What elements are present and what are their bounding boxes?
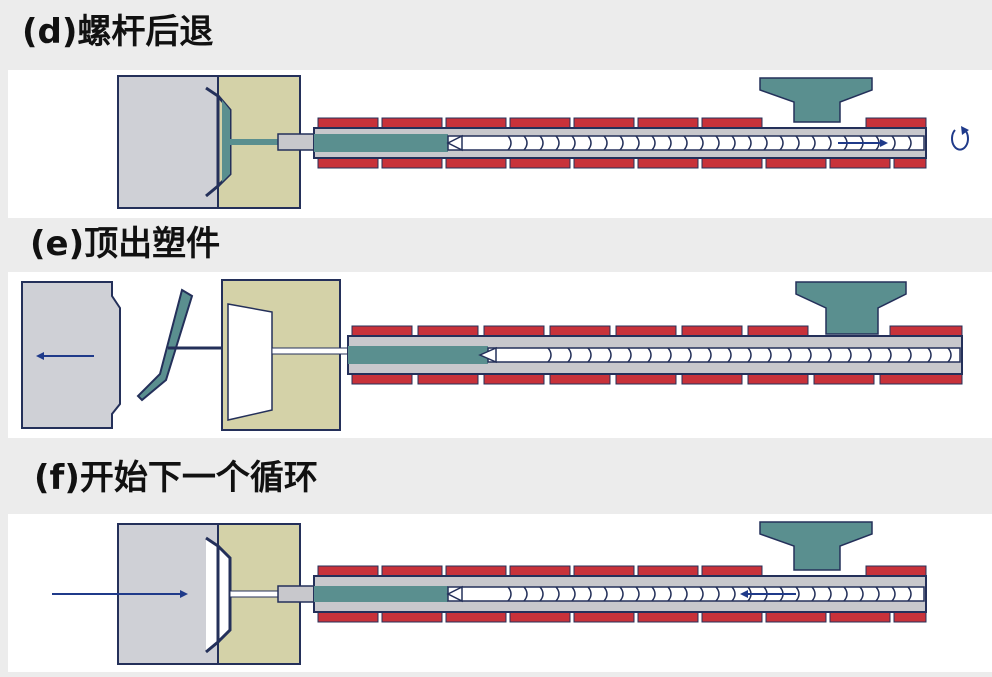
- ejected-part: [136, 288, 194, 402]
- hopper: [795, 281, 907, 335]
- heater-bands-bottom: [317, 611, 927, 623]
- sprue-channel: [271, 347, 351, 355]
- screw-flights: [547, 347, 952, 363]
- melt: [348, 346, 488, 364]
- moving-platen: [117, 75, 219, 209]
- section-f-title: (f)开始下一个循环: [34, 458, 318, 498]
- heater-bands-bottom: [351, 373, 963, 385]
- heater-bands-top: [317, 565, 927, 577]
- section-d-title: (d)螺杆后退: [22, 12, 214, 52]
- arrow-right-icon: [838, 139, 888, 147]
- rotate-cw-icon: [951, 126, 969, 151]
- section-d-machine: [117, 75, 969, 209]
- melt: [314, 586, 448, 602]
- section-e-machine: [21, 279, 963, 431]
- mold-cavity: [227, 303, 273, 421]
- sprue: [230, 139, 312, 145]
- hopper: [759, 521, 873, 571]
- heater-bands-bottom: [317, 157, 927, 169]
- heater-bands-top: [317, 117, 927, 129]
- arrow-left-icon: [740, 590, 796, 598]
- section-f-machine: [52, 521, 927, 665]
- section-f-panel: [8, 514, 992, 672]
- arrow-left-icon: [36, 352, 94, 360]
- mold-cavity: [205, 536, 232, 654]
- screw-tip: [446, 134, 463, 152]
- section-e-panel: [8, 272, 992, 438]
- nozzle: [277, 133, 319, 151]
- arrow-right-icon: [52, 590, 188, 598]
- melt: [314, 134, 448, 152]
- molded-part: [222, 100, 230, 182]
- screw-tip: [446, 585, 463, 603]
- screw-tip: [478, 346, 497, 364]
- section-d-panel: [8, 70, 992, 218]
- nozzle: [277, 585, 319, 603]
- section-e-title: (e)顶出塑件: [30, 224, 221, 264]
- hopper: [759, 77, 873, 123]
